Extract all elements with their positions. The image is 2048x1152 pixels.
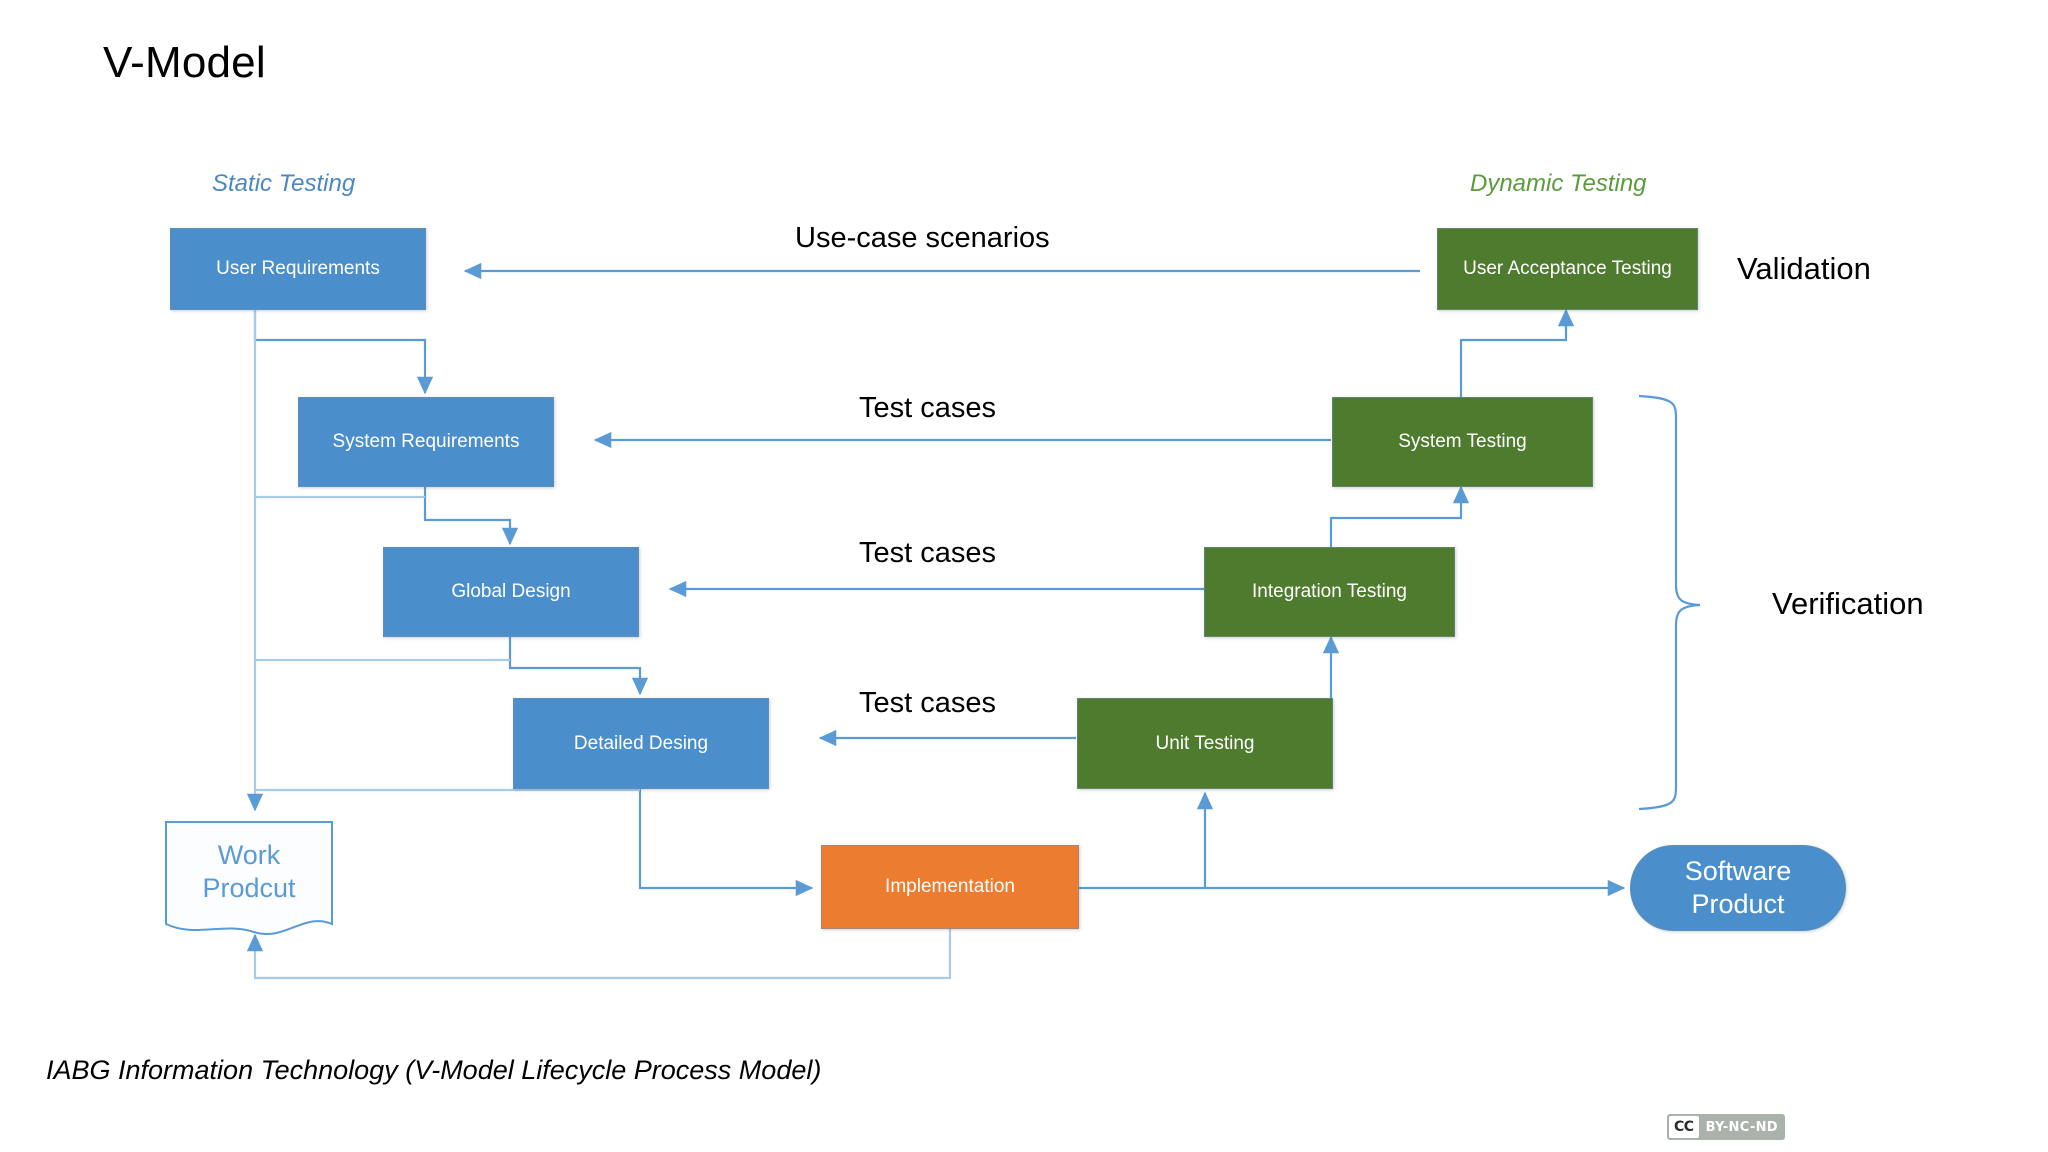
box-system-requirements[interactable]: System Requirements (298, 397, 554, 487)
software-product-label: Software Product (1684, 856, 1792, 919)
box-user-requirements[interactable]: User Requirements (170, 228, 426, 310)
work-product-label: Work Prodcut (202, 840, 296, 903)
cc-terms-label: BY-NC-ND (1705, 1119, 1778, 1135)
source-caption: IABG Information Technology (V-Model Lif… (46, 1055, 822, 1085)
box-system-testing[interactable]: System Testing (1332, 397, 1593, 487)
box-unit-testing[interactable]: Unit Testing (1077, 698, 1333, 789)
flow-caption-use-case-scenarios: Use-case scenarios (795, 222, 1050, 254)
box-integration-testing[interactable]: Integration Testing (1204, 547, 1455, 637)
box-global-design[interactable]: Global Design (383, 547, 639, 637)
dynamic-testing-label: Dynamic Testing (1470, 170, 1647, 197)
cc-icon: CC (1669, 1116, 1699, 1138)
flow-caption-test-cases-unit: Test cases (859, 687, 996, 719)
box-implementation[interactable]: Implementation (821, 845, 1079, 929)
verification-label: Verification (1772, 586, 1924, 621)
page-title: V-Model (103, 38, 266, 87)
software-product-node[interactable]: Software Product (1630, 845, 1846, 931)
validation-label: Validation (1737, 251, 1871, 286)
work-product-document[interactable]: Work Prodcut (164, 820, 334, 940)
creative-commons-badge[interactable]: CC BY-NC-ND (1667, 1114, 1785, 1140)
box-user-acceptance-testing[interactable]: User Acceptance Testing (1437, 228, 1698, 310)
flow-caption-test-cases-system: Test cases (859, 392, 996, 424)
static-testing-label: Static Testing (212, 170, 356, 197)
box-detailed-design[interactable]: Detailed Desing (513, 698, 769, 789)
flow-caption-test-cases-integration: Test cases (859, 537, 996, 569)
document-shape-icon (165, 821, 333, 935)
